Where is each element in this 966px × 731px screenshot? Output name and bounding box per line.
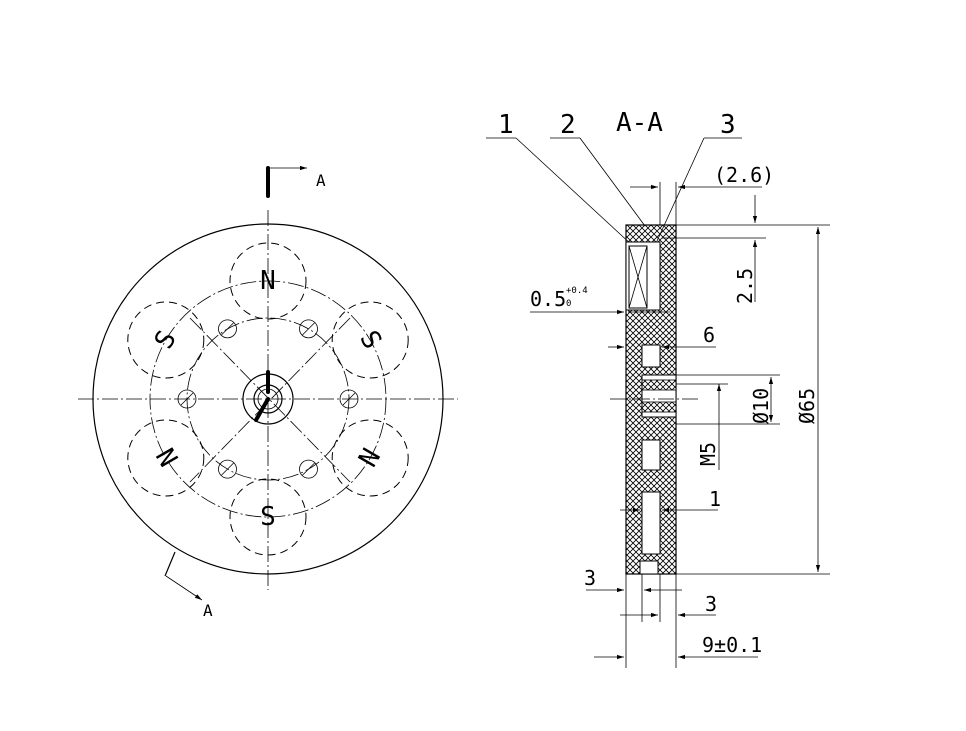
mounting-holes [177,319,359,479]
dim-gap-tol-upper: +0.4 [566,286,588,296]
dim-pocket-width: 6 [703,323,715,347]
pole-label: S [149,326,183,355]
callout-2-leader [579,137,646,227]
dim-bore-diameter: Ø10 [749,388,773,424]
mounting-hole-mark [221,322,234,336]
magnet-cross-2 [628,245,648,309]
mounting-hole [218,459,237,479]
pole-label: N [353,444,387,473]
dim-left-wall: 3 [584,566,596,590]
pole-label: N [149,444,183,473]
mounting-hole [339,389,359,409]
callout-1-leader [515,137,634,247]
front-view: N S N S N S A A [78,165,458,620]
lower-pocket [641,439,661,471]
callout-1: 1 [498,110,514,140]
mounting-hole [299,459,318,479]
mounting-hole [177,389,197,409]
dim-total-width: 9±0.1 [702,633,762,657]
dim-magnet-depth: 2.5 [733,268,757,304]
mounting-hole-mark [302,462,315,476]
section-marker-bottom-bar [164,551,176,577]
diagonal-centerline-1 [189,317,351,483]
section-view: A-A 1 2 3 (2.6) [486,108,830,668]
callout-3: 3 [720,110,736,140]
section-arrow-bottom [165,575,203,601]
bottom-pocket [641,491,661,555]
magnet-pitch-circle [149,280,387,518]
section-title: A-A [616,108,663,138]
upper-pocket [641,344,661,368]
bottom-notch [639,560,659,575]
mounting-hole-mark [221,462,234,476]
dim-outer-diameter: Ø65 [795,388,819,424]
magnet-circle [127,301,205,379]
diagonal-centerline-2 [189,317,351,483]
dim-top-gap: (2.6) [714,163,774,187]
mounting-hole-mark [302,322,315,336]
outer-disc-circle [92,223,444,575]
mounting-hole-mark [180,392,194,406]
dim-right-wall: 3 [705,592,717,616]
pole-label: S [353,326,387,355]
mounting-hole-mark [342,392,356,406]
magnet-circle [229,242,307,320]
dim-gap-tol-lower: 0 [566,299,571,309]
pole-label: S [260,502,276,532]
callout-2: 2 [560,110,576,140]
pole-label: N [260,266,276,296]
magnet-circle [127,419,205,497]
dim-thread: M5 [696,442,720,466]
section-label-bottom: A [203,601,213,620]
section-label-top: A [316,171,326,190]
thread-upper [641,379,677,391]
cutting-plane-bottom-segment [254,397,270,422]
dim-gap-base: 0.5 [530,287,566,311]
magnet-circle [331,301,409,379]
dim-web-thickness: 1 [709,487,721,511]
thread-lower [641,401,677,413]
magnet-circle [331,419,409,497]
magnet-circle [229,478,307,556]
mounting-hole [218,319,237,339]
mounting-hole [299,319,318,339]
